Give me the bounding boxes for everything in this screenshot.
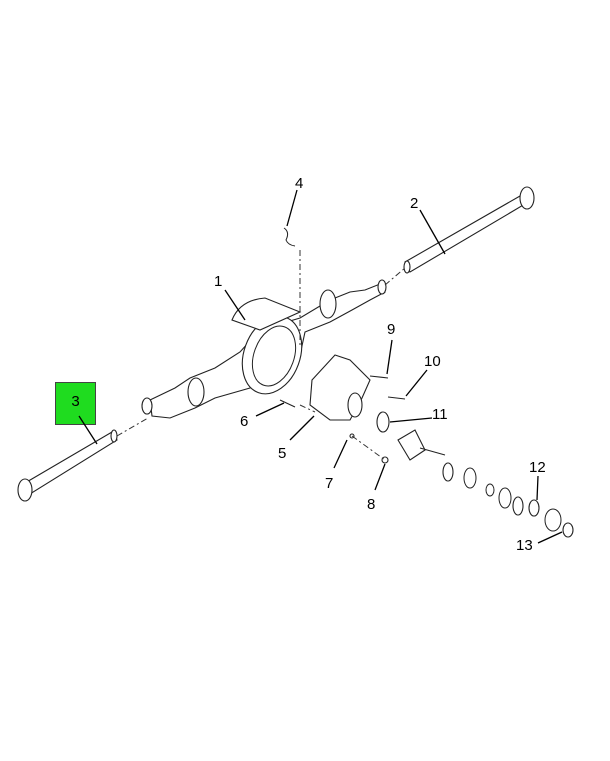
- callout-10[interactable]: 10: [424, 353, 441, 370]
- callout-3-label: 3: [71, 393, 80, 410]
- callout-2[interactable]: 2: [410, 195, 418, 212]
- callout-4[interactable]: 4: [295, 175, 303, 192]
- callout-13[interactable]: 13: [516, 537, 533, 554]
- breather-part[interactable]: [283, 227, 296, 247]
- callout-11[interactable]: 11: [432, 406, 448, 423]
- bolt-9-part[interactable]: [369, 375, 389, 379]
- bolt-10-part[interactable]: [387, 396, 406, 400]
- axle-housing[interactable]: [141, 279, 387, 419]
- stud-part[interactable]: [279, 399, 296, 408]
- callout-8[interactable]: 8: [367, 496, 375, 513]
- callout-9[interactable]: 9: [387, 321, 395, 338]
- callout-12[interactable]: 12: [529, 459, 546, 476]
- callout-5[interactable]: 5: [278, 445, 286, 462]
- callout-6[interactable]: 6: [240, 413, 248, 430]
- axle-shaft-left[interactable]: [17, 429, 118, 502]
- callout-leaders: [78, 189, 563, 544]
- highlighted-callout-3[interactable]: 3: [55, 382, 96, 425]
- differential-carrier[interactable]: [309, 354, 574, 538]
- callout-1[interactable]: 1: [214, 273, 222, 290]
- axle-shaft-right[interactable]: [403, 186, 535, 274]
- callout-7[interactable]: 7: [325, 475, 333, 492]
